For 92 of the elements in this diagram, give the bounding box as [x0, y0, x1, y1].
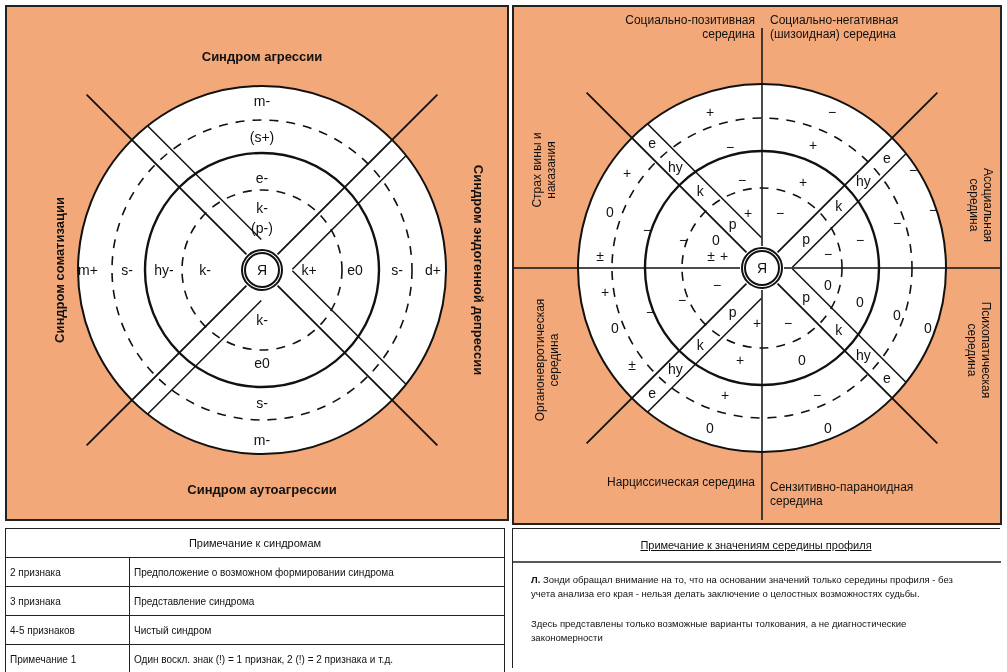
factor-label: − [775, 204, 785, 222]
factor-label: − [783, 314, 793, 332]
factor-label: + [720, 386, 730, 404]
factor-label: − [812, 386, 822, 404]
note-heading: Примечание к значениям середины профиля [639, 539, 873, 551]
factor-label: − [908, 161, 918, 179]
factor-label: ± [596, 247, 604, 265]
factor-label: m- [253, 92, 271, 110]
factor-label: 0 [798, 351, 806, 369]
sector-title: Социально-негативная (шизоидная) середина [770, 14, 900, 42]
factor-label: hy [668, 158, 683, 175]
factor-label: 0 [924, 319, 932, 337]
table-cell: Представление синдрома [129, 586, 505, 616]
factor-label: d+ [425, 261, 441, 279]
factor-label: ± [707, 247, 715, 265]
factor-label: (p-) [251, 219, 273, 237]
factor-label: + [743, 204, 753, 222]
factor-label: e [648, 135, 656, 152]
factor-label: − [892, 214, 902, 232]
factor-label: ± [628, 356, 636, 374]
factor-label: p [728, 304, 737, 321]
factor-label: e0 [347, 261, 363, 279]
factor-label: e [882, 150, 891, 167]
factor-label: (s+) [249, 128, 275, 146]
syndrome-label: Синдром агрессии [201, 49, 323, 65]
table-cell: Примечание 1 [5, 644, 130, 672]
factor-label: m+ [78, 261, 98, 279]
syndrome-label: Синдром аутоагрессии [187, 482, 337, 498]
sector-title: Органоневротическая середина [534, 297, 562, 424]
sector-title: Психопатическая середина [964, 300, 992, 401]
factor-label: p [802, 230, 811, 247]
factor-label: + [719, 247, 729, 265]
factor-label: e- [255, 169, 269, 187]
factor-label: s- [256, 394, 268, 412]
factor-label: 0 [824, 419, 832, 437]
factor-label: k [696, 336, 704, 353]
factor-label: + [808, 136, 818, 154]
factor-label: − [678, 231, 688, 249]
factor-label: − [737, 171, 747, 189]
factor-label: k [835, 321, 843, 338]
factor-label: 0 [856, 293, 864, 311]
factor-label: + [735, 351, 745, 369]
factor-label: s- [121, 261, 133, 279]
factor-label: p [728, 215, 737, 232]
factor-label: 0 [712, 231, 720, 249]
table-heading: Примечание к синдромам [5, 528, 505, 558]
sector-title: Страх вины и наказания [531, 131, 559, 210]
table-cell: Чистый синдром [129, 615, 505, 645]
factor-label: s- [391, 261, 403, 279]
factor-label: − [855, 231, 865, 249]
factor-label: e [648, 384, 656, 401]
factor-label: 0 [706, 419, 714, 437]
factor-label: k- [256, 311, 268, 329]
factor-label: − [823, 245, 833, 263]
factor-label: + [600, 283, 610, 301]
table-cell: Предположение о возможном формировании синдрома [129, 557, 505, 587]
sector-title: Асоциальная середина [966, 166, 994, 245]
note-text: Здесь представлены только возможные варианты толкования, а не диагностические закономерности [531, 617, 908, 646]
factor-label: − [712, 276, 722, 294]
factor-label: − [677, 291, 687, 309]
factor-label: − [725, 138, 735, 156]
factor-label: k- [199, 261, 211, 279]
factor-label: m- [253, 431, 271, 449]
table-cell: 3 признака [5, 586, 130, 616]
factor-label: hy [856, 173, 871, 190]
factor-label: + [705, 103, 715, 121]
factor-label: k [835, 198, 843, 215]
factor-label: hy- [154, 261, 174, 279]
sector-title: Сензитивно-параноидная середина [770, 481, 915, 509]
factor-label: hy [856, 346, 871, 363]
table-cell: 4-5 признаков [5, 615, 130, 645]
factor-label: + [622, 164, 632, 182]
factor-label: − [827, 103, 837, 121]
factor-label: k- [256, 199, 268, 217]
factor-label: 0 [611, 319, 619, 337]
syndrome-label: Синдром эндогенной депрессии [470, 164, 486, 376]
table-cell: 2 признака [5, 557, 130, 587]
factor-label: e [882, 369, 891, 386]
factor-label: k+ [301, 261, 317, 279]
factor-label: hy [668, 361, 683, 378]
factor-label: 0 [606, 203, 614, 221]
factor-label: 0 [824, 276, 832, 294]
factor-label: 0 [893, 306, 901, 324]
factor-label: k [696, 183, 704, 200]
sector-title: Социально-позитивная середина [624, 14, 755, 42]
note-text: Л. Зонди обращал внимание на то, что на основании значений только середины профиля - без учета анализа его края - нельзя делать заключение о целостных возможностях судьбы. [531, 573, 954, 602]
syndrome-label: Синдром соматизации [52, 197, 68, 343]
sector-title: Нарциссическая середина [606, 476, 755, 490]
factor-label: + [752, 314, 762, 332]
factor-label: e0 [254, 354, 270, 372]
factor-label: + [798, 173, 808, 191]
factor-label: p [802, 289, 811, 306]
